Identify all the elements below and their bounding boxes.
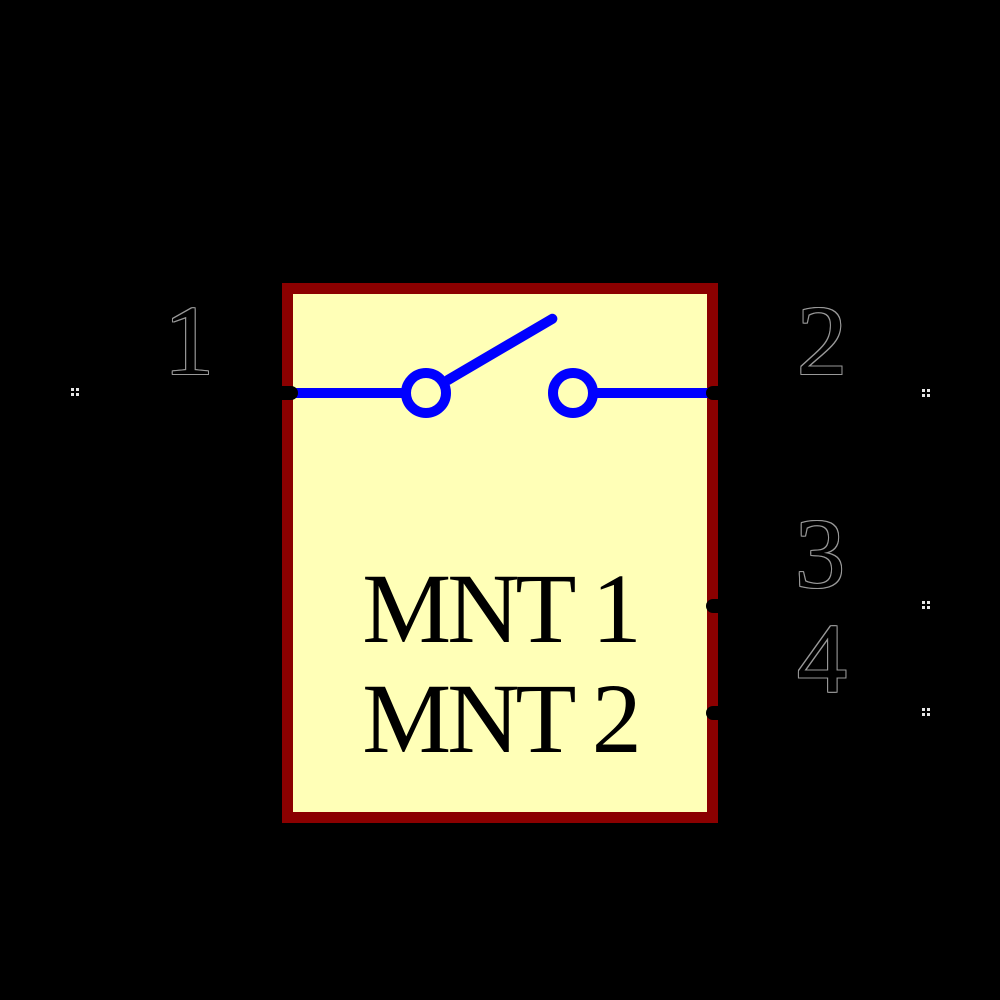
contact-circle-left-icon <box>401 368 451 418</box>
marker-dot <box>927 606 930 609</box>
pin-2-endpoint-marker <box>922 389 930 397</box>
pin-3-line <box>706 599 930 613</box>
marker-dot <box>927 601 930 604</box>
pin-4-endpoint-marker <box>922 708 930 716</box>
pin-3-number: 3 <box>795 498 845 609</box>
marker-dot <box>927 389 930 392</box>
wire-right <box>597 388 717 398</box>
marker-dot <box>71 393 74 396</box>
marker-dot <box>927 713 930 716</box>
pin-1-endpoint-marker <box>71 388 79 396</box>
pin-1-line <box>68 386 298 400</box>
pin-3-endpoint-marker <box>922 601 930 609</box>
marker-dot <box>922 606 925 609</box>
pin-2-number: 2 <box>797 285 847 396</box>
pin-2-line <box>706 386 930 400</box>
marker-dot <box>927 708 930 711</box>
marker-dot <box>922 394 925 397</box>
wire-left <box>292 388 403 398</box>
marker-dot <box>922 713 925 716</box>
marker-dot <box>922 389 925 392</box>
marker-dot <box>927 394 930 397</box>
marker-dot <box>76 388 79 391</box>
marker-dot <box>922 708 925 711</box>
marker-dot <box>76 393 79 396</box>
body-label-line1: MNT 1 <box>362 553 641 664</box>
symbol-body <box>282 283 718 823</box>
marker-dot <box>71 388 74 391</box>
marker-dot <box>922 601 925 604</box>
contact-circle-right-icon <box>548 368 598 418</box>
pin-4-number: 4 <box>797 603 847 714</box>
pin-1-number: 1 <box>164 285 214 396</box>
pin-4-line <box>706 706 930 720</box>
body-label-line2: MNT 2 <box>362 663 641 774</box>
